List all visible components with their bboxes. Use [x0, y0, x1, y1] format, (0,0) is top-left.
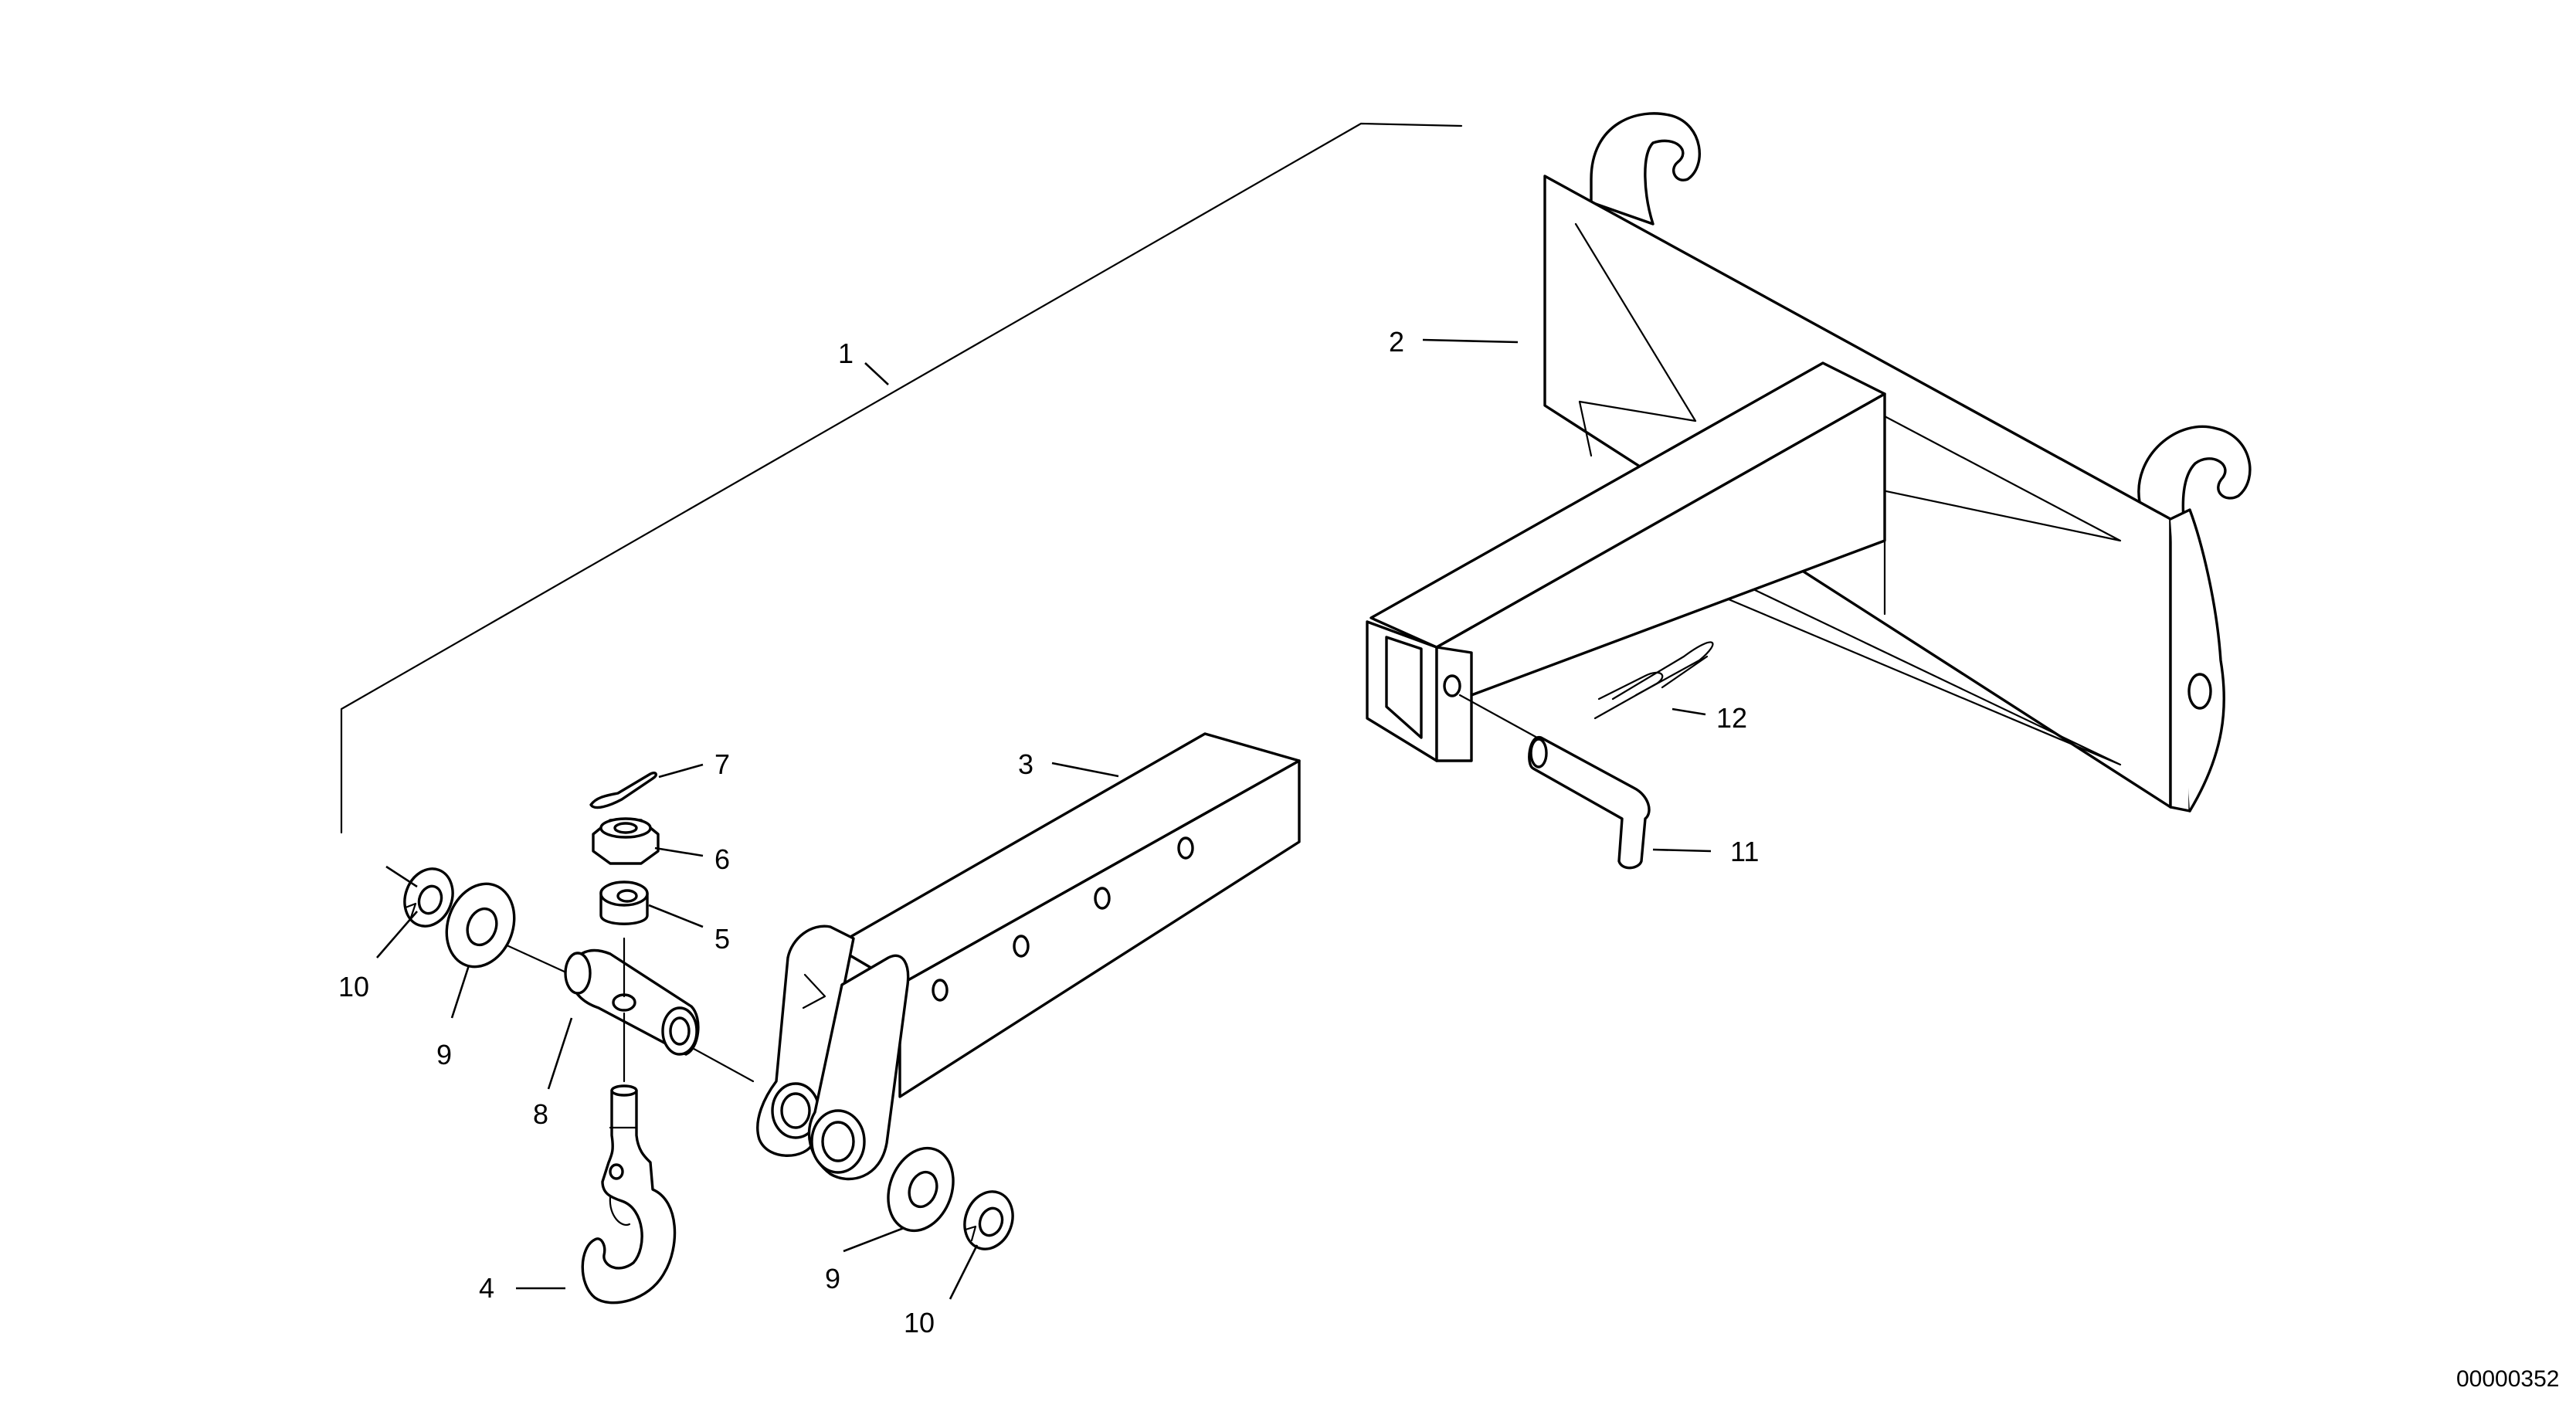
washer-left [445, 882, 516, 969]
callout-9-right: 9 [825, 1263, 840, 1294]
washer-right [887, 1146, 955, 1233]
callout-10-left: 10 [338, 971, 369, 1003]
callout-8: 8 [533, 1098, 548, 1130]
callout-10-right: 10 [904, 1307, 935, 1338]
callout-11: 11 [1730, 836, 1759, 867]
cross-pin [485, 935, 755, 1083]
castle-nut [592, 817, 660, 865]
callout-12: 12 [1716, 702, 1747, 734]
callout-2: 2 [1389, 326, 1404, 358]
spacer [599, 880, 649, 925]
callout-9-left: 9 [436, 1039, 452, 1070]
document-number: 00000352 [2456, 1366, 2559, 1392]
cotter-pin [589, 771, 657, 809]
lock-washer-right [963, 1190, 1014, 1250]
callout-3: 3 [1018, 748, 1033, 780]
callout-6: 6 [714, 843, 730, 875]
lock-pin [1458, 694, 1651, 870]
mounting-frame [1366, 112, 2252, 813]
extension-arm [756, 732, 1301, 1181]
leader-lines [376, 338, 1712, 1300]
lifting-hook [581, 1084, 677, 1305]
callout-1: 1 [838, 338, 854, 369]
callout-7: 7 [714, 748, 730, 780]
assembly-bracket-line [340, 122, 1463, 834]
spring-clip [1593, 641, 1714, 720]
callout-4: 4 [479, 1272, 494, 1304]
callout-5: 5 [714, 923, 730, 955]
